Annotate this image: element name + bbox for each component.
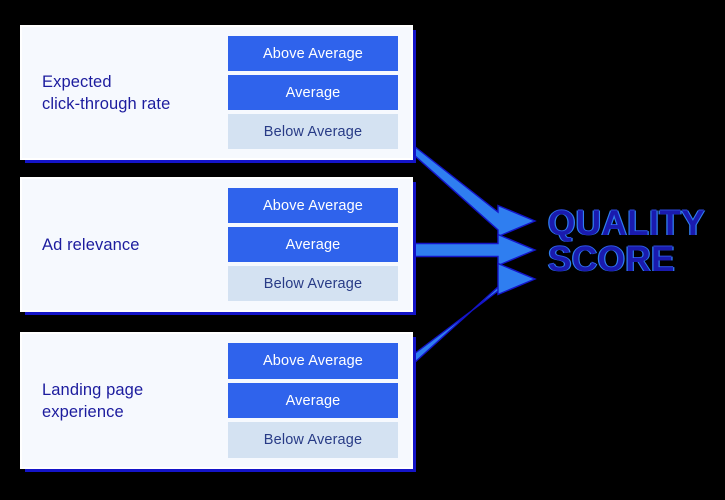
- factor-card-expected-click-through-rate[interactable]: Expected click-through rate Above Averag…: [20, 25, 413, 160]
- level-below-average[interactable]: Below Average: [228, 266, 398, 301]
- level-below-average[interactable]: Below Average: [228, 114, 398, 149]
- factor-levels: Above Average Average Below Average: [228, 343, 398, 459]
- level-average[interactable]: Average: [228, 75, 398, 110]
- factor-card-ad-relevance[interactable]: Ad relevance Above Average Average Below…: [20, 177, 413, 312]
- factor-levels: Above Average Average Below Average: [228, 36, 398, 149]
- factor-levels: Above Average Average Below Average: [228, 188, 398, 301]
- arrow-from-ad-relevance: [413, 233, 537, 267]
- level-above-average[interactable]: Above Average: [228, 188, 398, 223]
- level-below-average[interactable]: Below Average: [228, 422, 398, 459]
- level-average[interactable]: Average: [228, 227, 398, 262]
- level-above-average[interactable]: Above Average: [228, 36, 398, 71]
- level-average[interactable]: Average: [228, 382, 398, 419]
- level-above-average[interactable]: Above Average: [228, 343, 398, 379]
- factor-label: Landing page experience: [42, 380, 144, 421]
- factor-label: Expected click-through rate: [42, 72, 171, 113]
- factor-card-landing-page-experience[interactable]: Landing page experience Above Average Av…: [20, 332, 413, 469]
- arrow-from-expected-ctr: [413, 144, 537, 238]
- factor-label: Ad relevance: [42, 235, 140, 254]
- quality-score-headline: QUALITY SCORE: [548, 204, 706, 279]
- arrow-from-landing-page: [413, 262, 537, 365]
